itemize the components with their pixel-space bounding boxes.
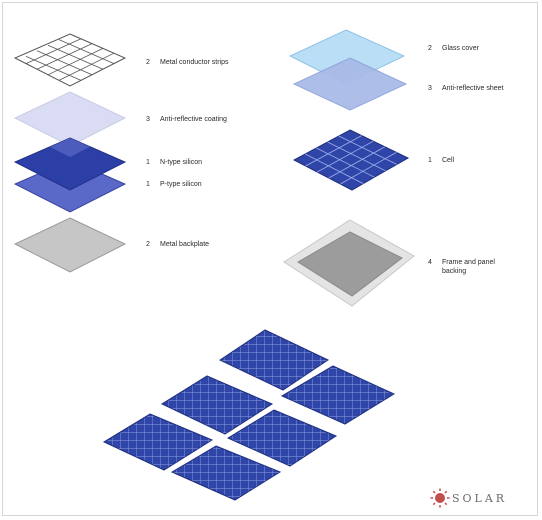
label-anti-reflective-coating: 3 Anti-reflective coating	[146, 115, 227, 124]
layer-name: Metal backplate	[160, 241, 210, 248]
sun-icon	[430, 488, 450, 508]
label-frame-and-panel-backing: 4 Frame and panel backing	[428, 258, 504, 276]
n-type-silicon-layer	[13, 137, 127, 191]
label-n-type-silicon: 1 N-type silicon	[146, 158, 202, 167]
solar-logo: SOLAR	[430, 486, 507, 510]
array-panel	[170, 445, 282, 501]
label-cell: 1 Cell	[428, 156, 454, 165]
anti-reflective-sheet-layer	[292, 57, 408, 111]
layer-number: 1	[428, 157, 432, 164]
layer-name: Anti-reflective sheet	[442, 85, 504, 92]
array-panel	[102, 413, 214, 471]
layer-name: Frame and panel backing	[442, 259, 495, 275]
label-glass-cover: 2 Glass cover	[428, 44, 479, 53]
layer-name: Metal conductor strips	[160, 59, 229, 66]
layer-name: Anti-reflective coating	[160, 116, 227, 123]
array-panel	[218, 329, 330, 391]
array-panel	[226, 409, 338, 467]
metal-backplate-layer	[13, 217, 127, 273]
figure-frame	[2, 2, 538, 516]
label-anti-reflective-sheet: 3 Anti-reflective sheet	[428, 84, 503, 93]
layer-number: 2	[428, 45, 432, 52]
logo-text: SOLAR	[452, 491, 508, 505]
label-p-type-silicon: 1 P-type silicon	[146, 180, 202, 189]
layer-number: 3	[146, 116, 150, 123]
metal-conductor-strips-layer	[13, 33, 127, 87]
layer-number: 1	[146, 159, 150, 166]
label-metal-backplate: 2 Metal backplate	[146, 240, 209, 249]
layer-number: 4	[428, 259, 432, 266]
label-metal-conductor-strips: 2 Metal conductor strips	[146, 58, 228, 67]
layer-name: N-type silicon	[160, 159, 203, 166]
layer-name: Glass cover	[442, 45, 479, 52]
layer-name: Cell	[442, 157, 455, 164]
layer-number: 3	[428, 85, 432, 92]
frame-and-panel-backing-layer	[283, 219, 415, 307]
layer-number: 2	[146, 241, 150, 248]
layer-number: 2	[146, 59, 150, 66]
layer-number: 1	[146, 181, 150, 188]
array-panel	[160, 375, 274, 435]
solar-panel-array	[102, 329, 396, 501]
array-panel	[280, 365, 396, 425]
cell-layer	[292, 129, 410, 191]
layer-name: P-type silicon	[160, 181, 202, 188]
